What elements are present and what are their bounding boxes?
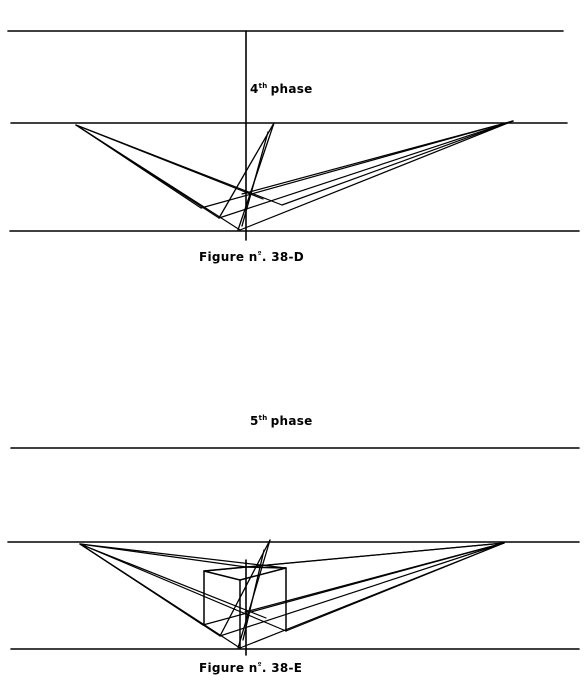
svg-text:Figure nº. 38-E: Figure nº. 38-E [199,661,302,675]
measuring-diagonals [218,122,275,231]
measuring-diagonals [219,539,271,649]
box-outline [203,566,287,649]
left-vanishing-rays [75,124,283,231]
figure-38-d [7,30,580,241]
right-vanishing-rays [200,120,514,231]
svg-text:Figure nº. 38-D: Figure nº. 38-D [199,250,304,264]
right-vanishing-rays [202,542,505,649]
figure-caption-38-d: Figure nº. 38-D [199,250,304,264]
left-vanishing-rays [79,543,287,649]
figure-caption-38-e: Figure nº. 38-E [199,661,302,675]
figure-38-e [7,447,580,656]
